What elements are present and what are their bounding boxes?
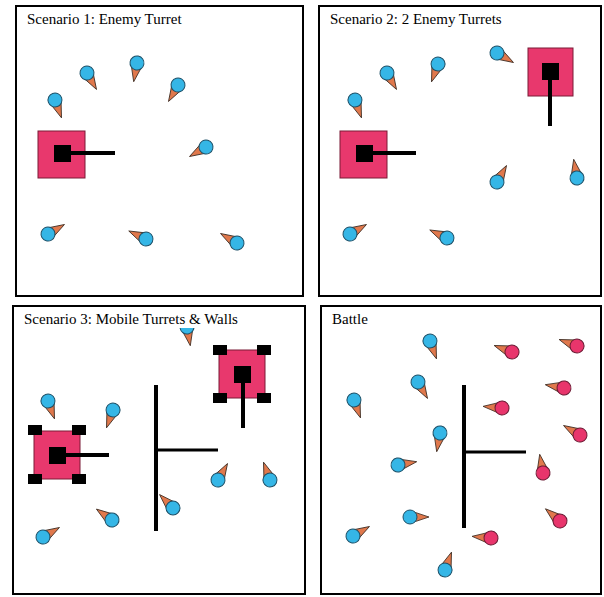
- blue-agent: [403, 510, 429, 524]
- turret-barrel: [70, 151, 115, 155]
- blue-agent: [346, 91, 368, 120]
- blue-agent: [487, 162, 512, 192]
- panel-title: Battle: [330, 310, 370, 328]
- red-agent: [471, 529, 498, 545]
- blue-agent: [46, 91, 68, 120]
- blue-agent: [425, 55, 447, 84]
- blue-agent: [39, 392, 61, 421]
- wall: [154, 385, 158, 531]
- turret-head: [542, 63, 559, 80]
- panel-title: Scenario 2: 2 Enemy Turrets: [328, 10, 504, 28]
- blue-agent: [100, 401, 122, 430]
- blue-agent: [343, 520, 373, 545]
- wall: [156, 449, 218, 452]
- mobile-turret: [213, 345, 271, 428]
- blue-agent: [340, 218, 370, 243]
- blue-agent: [487, 43, 517, 68]
- blue-agent: [127, 55, 145, 83]
- red-agent: [541, 503, 570, 530]
- red-agent: [492, 339, 521, 361]
- scenario-panel: Scenario 3: Mobile Turrets & Walls: [12, 305, 306, 595]
- blue-agent: [38, 218, 68, 243]
- blue-agent: [155, 490, 183, 518]
- blue-agent: [430, 425, 448, 453]
- turret-head: [54, 145, 71, 162]
- blue-agent: [390, 455, 418, 473]
- wall: [464, 451, 526, 454]
- scenario-panel: Scenario 1: Enemy Turret: [15, 5, 304, 297]
- blue-agent: [257, 460, 279, 489]
- blue-agent: [33, 521, 63, 546]
- red-agent: [482, 399, 509, 415]
- scenario-panel: Battle: [320, 305, 602, 595]
- blue-agent: [126, 225, 155, 249]
- blue-agent: [92, 503, 121, 529]
- turret-head: [356, 145, 373, 162]
- blue-agent: [162, 75, 187, 105]
- blue-agent: [345, 391, 367, 420]
- red-agent: [560, 419, 590, 444]
- blue-agent: [436, 550, 458, 579]
- panel-title: Scenario 1: Enemy Turret: [25, 10, 184, 28]
- panel-title: Scenario 3: Mobile Turrets & Walls: [22, 310, 240, 328]
- blue-agent: [408, 372, 433, 402]
- turret-barrel: [372, 151, 416, 155]
- blue-agent: [567, 158, 585, 186]
- blue-agent: [377, 63, 402, 93]
- scenario-panel: Scenario 2: 2 Enemy Turrets: [318, 5, 602, 297]
- blue-agent: [77, 63, 102, 93]
- red-agent: [544, 378, 572, 396]
- turret-barrel: [548, 78, 552, 126]
- blue-agent: [208, 460, 233, 490]
- red-agent: [557, 333, 586, 355]
- red-agent: [533, 453, 551, 481]
- blue-agent: [427, 224, 456, 248]
- blue-agent: [217, 227, 247, 252]
- wall: [462, 385, 466, 528]
- mobile-turret: [28, 425, 109, 484]
- blue-agent: [421, 332, 443, 361]
- blue-agent: [186, 137, 216, 162]
